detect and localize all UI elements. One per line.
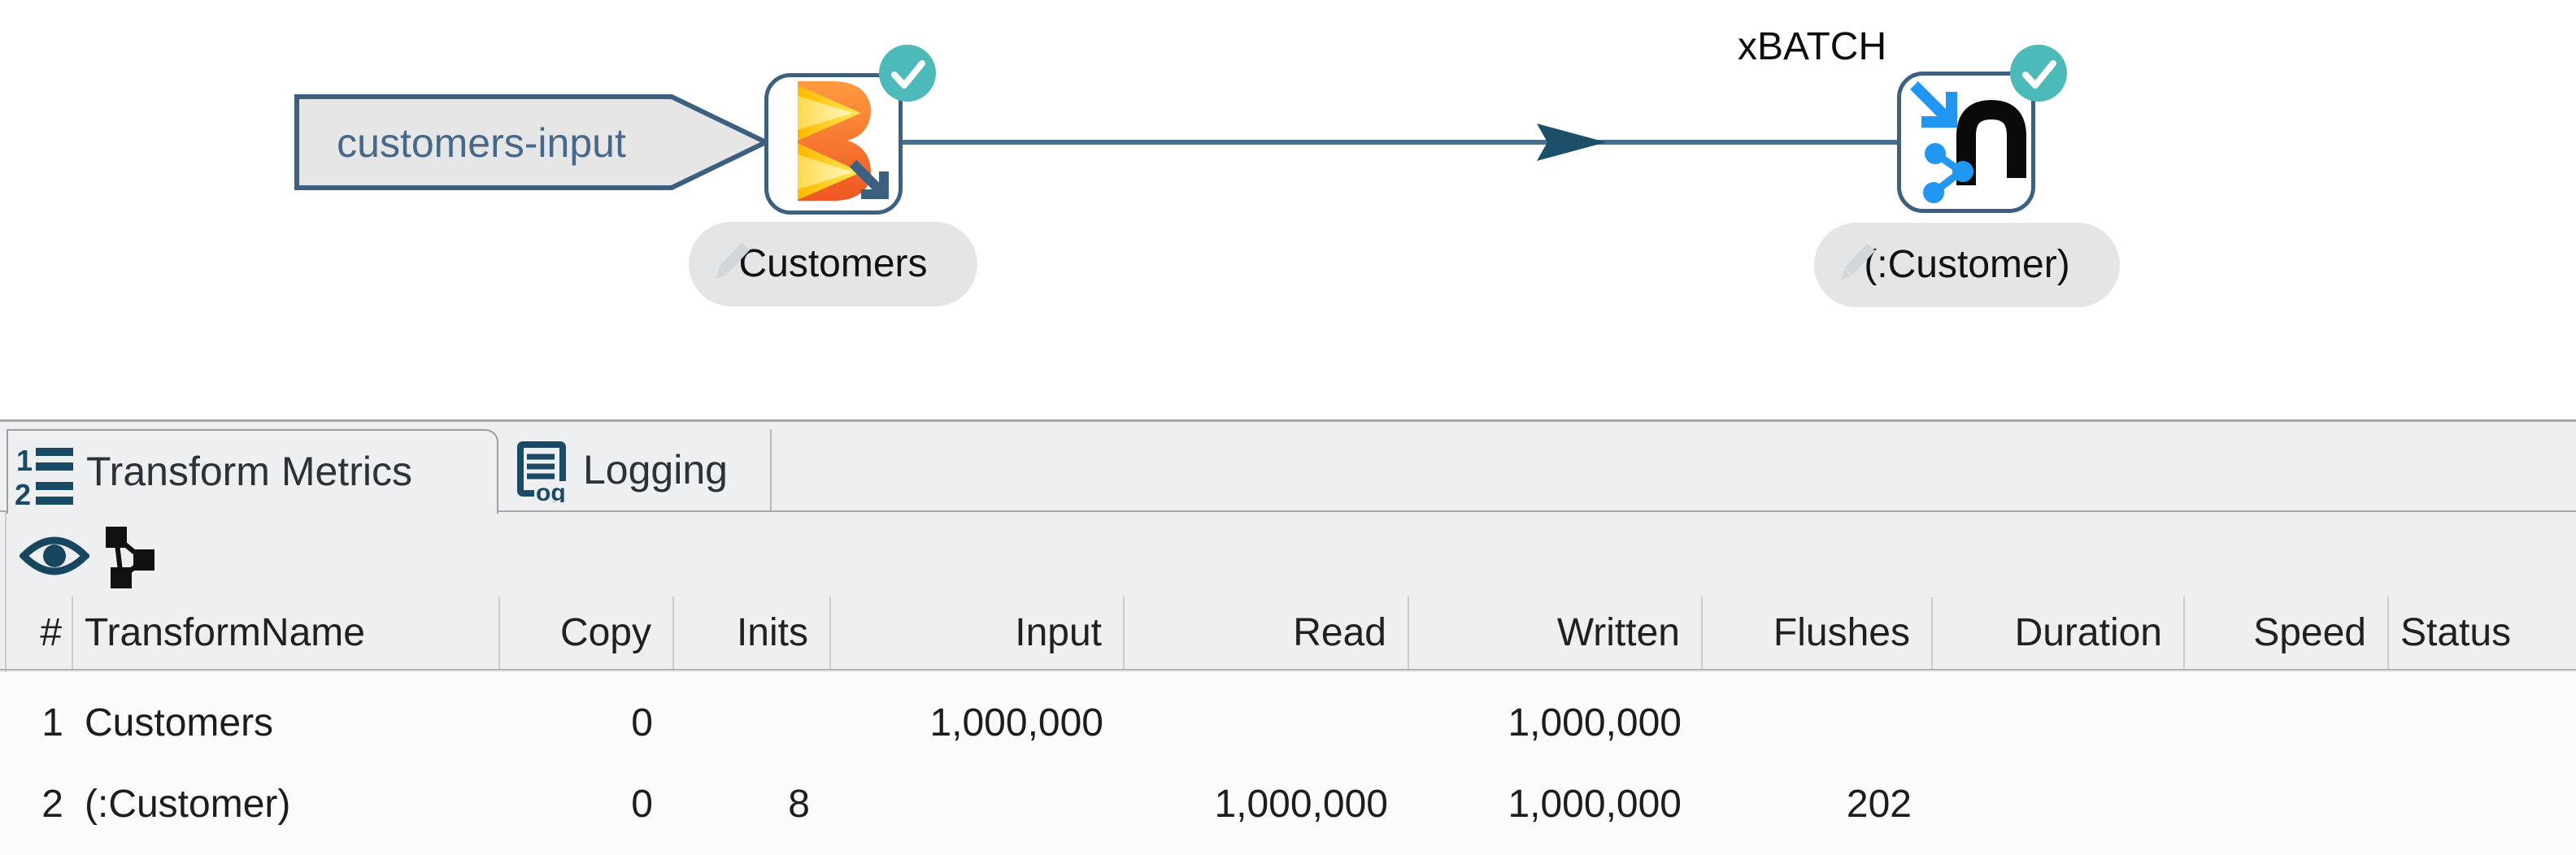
tab-strip: 1 2 Transform Metrics og [0, 422, 2576, 514]
cell-copy: 0 [631, 701, 653, 744]
column-header[interactable]: # [7, 597, 73, 669]
transform-label-customers[interactable]: Customers [689, 222, 977, 306]
hop-arrowhead-icon [1537, 124, 1606, 161]
cell-read [1125, 683, 1409, 764]
cell-inits: 8 [788, 783, 810, 826]
column-header[interactable]: Duration [1933, 597, 2185, 669]
canvas-wires [294, 94, 1897, 190]
numbered-list-icon: 1 2 [15, 444, 73, 506]
transform-node-customer-output[interactable]: n [1897, 45, 2067, 213]
topology-icon[interactable] [96, 525, 158, 590]
table-row[interactable]: 2 (:Customer) 0 8 1,000,000 1,000,000 20… [7, 764, 2576, 845]
metrics-table-header: # TransformName Copy Inits Input Read Wr… [0, 597, 2576, 671]
cell-input [831, 764, 1125, 845]
metrics-table-body: 1 Customers 0 1,000,000 1,000,000 2 (:Cu… [0, 672, 2576, 855]
transform-name-text: Customers [738, 242, 928, 285]
transform-label-customer-output[interactable]: (:Customer) [1814, 223, 2120, 307]
bottom-panel: 1 2 Transform Metrics og [0, 419, 2576, 855]
column-header[interactable]: TransformName [73, 597, 500, 669]
output-arrow-icon [849, 159, 889, 199]
cell-read: 1,000,000 [1214, 783, 1388, 826]
success-check-icon [2010, 45, 2067, 102]
column-header[interactable]: Speed [2185, 597, 2389, 669]
column-header[interactable]: Flushes [1703, 597, 1933, 669]
input-hop-label-shape [294, 94, 772, 190]
cell-index: 2 [41, 783, 63, 826]
tab-transform-metrics[interactable]: 1 2 Transform Metrics [7, 429, 498, 514]
cell-input: 1,000,000 [929, 701, 1103, 744]
cell-inits [674, 683, 831, 764]
cell-transform: (:Customer) [85, 783, 291, 826]
svg-text:1: 1 [16, 444, 33, 477]
eye-icon[interactable] [20, 530, 89, 582]
cell-flushes: 202 [1846, 783, 1912, 826]
column-header[interactable]: Inits [674, 597, 831, 669]
transform-node-customers[interactable] [764, 45, 936, 215]
pipeline-canvas[interactable]: customers-input [0, 0, 2576, 419]
cell-written: 1,000,000 [1508, 701, 1682, 744]
cell-index: 1 [41, 701, 63, 744]
batch-flag-label: xBATCH [1738, 25, 1887, 68]
cell-written: 1,000,000 [1508, 783, 1682, 826]
cell-status [2389, 683, 2576, 764]
transform-name-text: (:Customer) [1864, 243, 2070, 286]
cell-copy: 0 [631, 783, 653, 826]
svg-text:2: 2 [15, 478, 31, 506]
cell-duration [1933, 683, 2185, 764]
cell-duration [1933, 764, 2185, 845]
beam-input-icon [798, 81, 871, 201]
log-icon: og [517, 441, 572, 502]
column-header[interactable]: Copy [500, 597, 674, 669]
neo4j-output-icon: n [1910, 81, 2026, 203]
success-check-icon [879, 45, 936, 102]
cell-speed [2185, 764, 2389, 845]
tab-logging[interactable]: og Logging [498, 429, 772, 510]
column-header[interactable]: Written [1409, 597, 1703, 669]
cell-flushes [1703, 683, 1933, 764]
cell-status [2389, 764, 2576, 845]
tab-label: Logging [583, 447, 728, 493]
table-row[interactable]: 1 Customers 0 1,000,000 1,000,000 [7, 683, 2576, 764]
tab-label: Transform Metrics [86, 449, 412, 494]
column-header[interactable]: Status [2400, 611, 2512, 654]
column-header[interactable]: Read [1125, 597, 1409, 669]
cell-transform: Customers [85, 701, 274, 744]
svg-text:og: og [536, 480, 566, 502]
column-header[interactable]: Input [831, 597, 1125, 669]
cell-speed [2185, 683, 2389, 764]
